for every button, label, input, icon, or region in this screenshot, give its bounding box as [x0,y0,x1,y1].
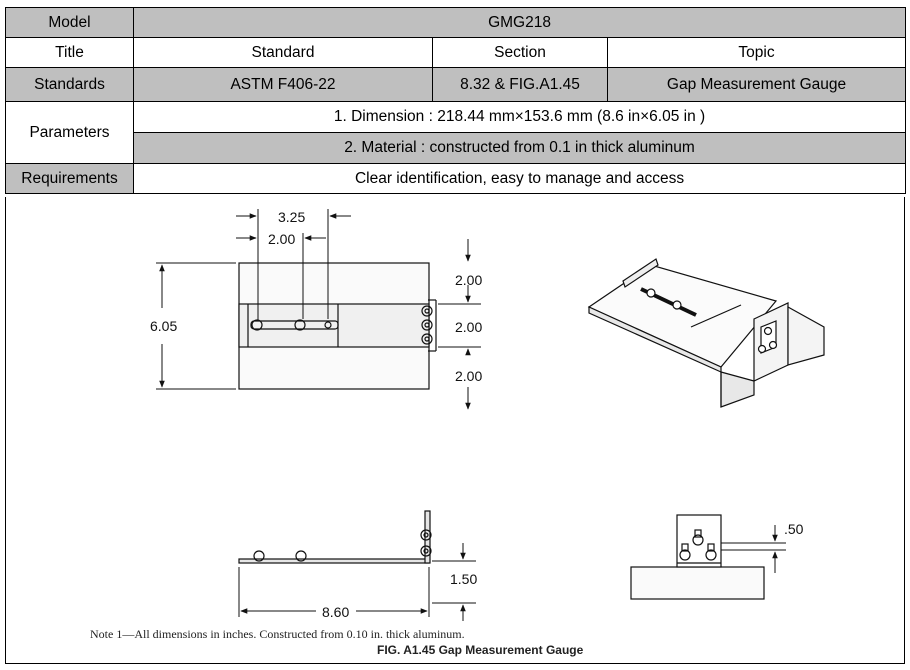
model-value: GMG218 [132,7,907,38]
parameter-item-2: 2. Material : constructed from 0.1 in th… [132,132,907,164]
gauge-drawing: 3.25 2.00 6.05 2.00 2.00 2.00 [90,209,825,657]
standards-row: Standards ASTM F406-22 8.32 & FIG.A1.45 … [5,67,907,102]
dim-3-25: 3.25 [278,209,305,225]
dim-2-00-horizontal: 2.00 [268,231,295,247]
parameters-row-1: Parameters 1. Dimension : 218.44 mm×153.… [5,101,907,164]
title-header: Title [5,37,134,68]
end-view-dimensions [721,525,786,573]
spec-table: Model GMG218 Title Standard Section Topi… [5,7,907,194]
model-label: Model [5,7,134,38]
topic-header: Topic [606,37,907,68]
column-header-row: Title Standard Section Topic [5,37,907,68]
parameter-item-1: 1. Dimension : 218.44 mm×153.6 mm (8.6 i… [132,101,907,133]
front-view [238,262,437,390]
parameters-label: Parameters [5,101,134,164]
front-view-dimensions [156,209,481,410]
section-header: Section [432,37,608,68]
standards-label: Standards [5,67,134,102]
dim-8-60: 8.60 [322,604,349,620]
dim-6-05: 6.05 [150,318,177,334]
parameters-row-2: 2. Material : constructed from 0.1 in th… [6,132,907,164]
requirements-row: Requirements Clear identification, easy … [5,163,907,194]
standards-topic: Gap Measurement Gauge [606,67,907,102]
figure-panel: 3.25 2.00 6.05 2.00 2.00 2.00 [5,197,905,664]
requirements-label: Requirements [5,163,134,194]
end-view [630,514,765,600]
standards-standard: ASTM F406-22 [133,67,433,102]
dim-2-00-top: 2.00 [455,272,482,288]
dim-2-00-middle: 2.00 [455,319,482,335]
figure-caption: FIG. A1.45 Gap Measurement Gauge [377,643,584,657]
spec-sheet: Model GMG218 Title Standard Section Topi… [5,7,907,664]
side-view-dimensions [238,543,476,621]
dim-1-50: 1.50 [450,571,477,587]
figure-note: Note 1—All dimensions in inches. Constru… [90,627,465,641]
isometric-view [587,258,825,408]
model-row: Model GMG218 [5,7,907,38]
dim-2-00-bottom: 2.00 [455,368,482,384]
requirements-value: Clear identification, easy to manage and… [132,163,907,194]
dim-0-50: .50 [784,521,804,537]
side-view [238,510,432,564]
standards-section: 8.32 & FIG.A1.45 [432,67,608,102]
standard-header: Standard [133,37,433,68]
